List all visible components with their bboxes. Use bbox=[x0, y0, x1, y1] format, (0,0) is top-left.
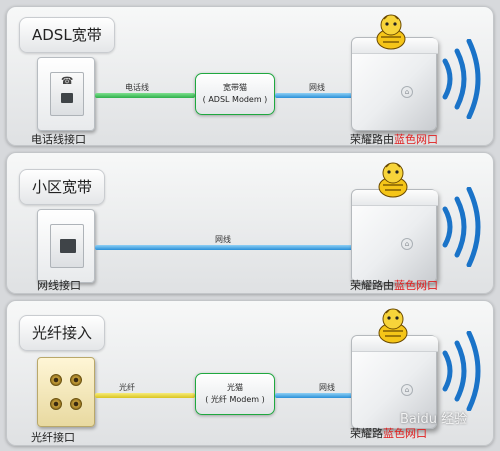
fiber-modem-box: 光猫 ( 光纤 Modem ) bbox=[195, 373, 275, 415]
device-name: 光猫 bbox=[227, 383, 243, 392]
ethernet-cable-label: 网线 bbox=[309, 83, 325, 92]
honor-router: ⌂ bbox=[351, 335, 438, 429]
panel-adsl: ADSL宽带 ☎ 电话线接口 电话线 宽带猫 ( ADSL Modem ) 网线… bbox=[6, 6, 494, 146]
ethernet-cable-label: 网线 bbox=[215, 235, 231, 244]
phone-icon: ☎ bbox=[61, 76, 74, 87]
tiger-mascot-icon bbox=[378, 308, 408, 344]
device-model: ( 光纤 Modem ) bbox=[205, 395, 265, 404]
wifi-signal-icon bbox=[442, 187, 481, 267]
panel-community-broadband: 小区宽带 网线接口 网线 ⌂ 荣耀路由蓝色网口 bbox=[6, 152, 494, 294]
baidu-watermark: Baidu 经验 bbox=[400, 412, 468, 427]
fiber-cable bbox=[95, 393, 195, 398]
fiber-cable-label: 光纤 bbox=[119, 383, 135, 392]
tiger-mascot-icon bbox=[378, 162, 408, 198]
ethernet-cable bbox=[275, 393, 359, 398]
phone-cable bbox=[95, 93, 195, 98]
socket-caption: 光纤接口 bbox=[31, 431, 75, 444]
adsl-modem-box: 宽带猫 ( ADSL Modem ) bbox=[195, 73, 275, 115]
fiber-port-icon bbox=[70, 374, 82, 386]
honor-router: ⌂ bbox=[351, 37, 438, 131]
router-logo-icon: ⌂ bbox=[401, 86, 413, 98]
socket-caption: 电话线接口 bbox=[31, 133, 86, 146]
router-caption: 荣耀路由蓝色网口 bbox=[350, 133, 438, 146]
phone-socket: ☎ bbox=[37, 57, 95, 131]
ethernet-port bbox=[60, 239, 76, 253]
router-caption: 荣耀路由蓝色网口 bbox=[350, 279, 438, 292]
wifi-signal-icon bbox=[442, 331, 481, 411]
tiger-mascot-icon bbox=[376, 14, 406, 50]
fiber-port-icon bbox=[50, 374, 62, 386]
device-model: ( ADSL Modem ) bbox=[202, 95, 268, 104]
highlight-text: 蓝色 bbox=[394, 133, 416, 146]
phone-port bbox=[61, 93, 73, 103]
device-name: 宽带猫 bbox=[223, 83, 247, 92]
honor-router: ⌂ bbox=[351, 189, 438, 283]
wifi-signal-icon bbox=[442, 39, 481, 119]
fiber-port-icon bbox=[50, 398, 62, 410]
panel-title: 光纤接入 bbox=[19, 315, 106, 351]
highlight-text: 蓝色 bbox=[383, 427, 405, 440]
router-logo-icon: ⌂ bbox=[401, 384, 413, 396]
panel-fiber-access: 光纤接入 光纤接口 光纤 光猫 ( 光纤 Modem ) 网线 ⌂ 荣耀路蓝色网… bbox=[6, 300, 494, 446]
router-caption: 荣耀路蓝色网口 bbox=[350, 427, 427, 440]
socket-caption: 网线接口 bbox=[37, 279, 81, 292]
ethernet-cable bbox=[275, 93, 359, 98]
router-logo-icon: ⌂ bbox=[401, 238, 413, 250]
ethernet-cable-label: 网线 bbox=[319, 383, 335, 392]
ethernet-socket bbox=[37, 209, 95, 283]
panel-title: 小区宽带 bbox=[19, 169, 106, 205]
panel-title: ADSL宽带 bbox=[19, 17, 115, 53]
fiber-socket bbox=[37, 357, 95, 427]
fiber-port-icon bbox=[70, 398, 82, 410]
ethernet-cable bbox=[95, 245, 359, 250]
phone-cable-label: 电话线 bbox=[125, 83, 149, 92]
highlight-text: 蓝色 bbox=[394, 279, 416, 292]
